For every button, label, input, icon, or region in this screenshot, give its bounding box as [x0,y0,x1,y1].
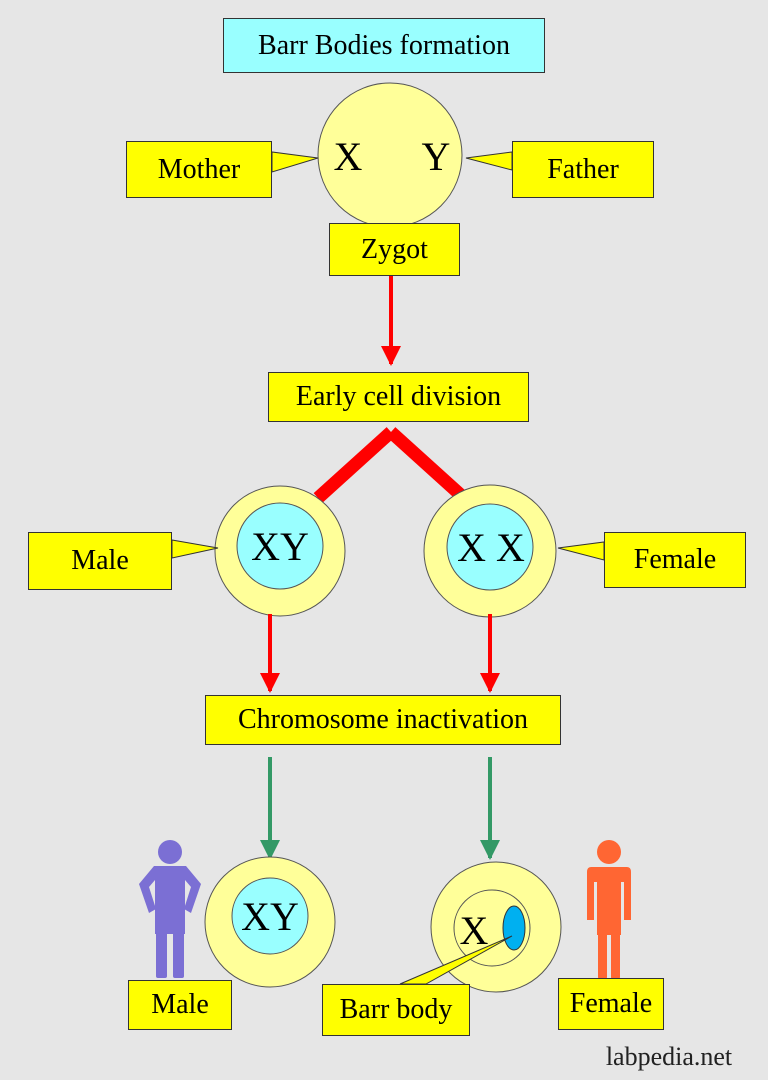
male-person-icon [139,840,201,978]
early-division-label: Early cell division [268,372,529,422]
inactivation-label: Chromosome inactivation [205,695,561,745]
barr-body-label: Barr body [322,984,470,1036]
female-final-nucleus-text: X [459,907,489,953]
branch-line-female [386,427,469,503]
mother-callout-pointer [271,151,319,173]
female-callout-pointer [557,541,605,561]
father-callout-pointer [465,151,513,171]
male-early-label: Male [28,532,172,590]
female-early-label: Female [604,532,746,588]
zygot-chromosome-x: X [333,133,363,179]
male-early-nucleus [236,502,324,590]
father-label: Father [512,141,654,198]
female-early-nucleus [446,503,534,591]
male-early-nucleus-text: XY [251,523,309,569]
branch-line-male [313,427,396,503]
female-early-nucleus-text: X X [457,524,525,570]
female-person-icon [587,840,631,979]
zygot-chromosome-y: Y [421,133,451,179]
male-final-nucleus [231,877,309,955]
watermark: labpedia.net [605,1042,733,1071]
female-final-label: Female [558,978,664,1030]
barr-body [502,905,526,951]
male-callout-pointer [171,539,219,559]
male-final-nucleus-text: XY [241,893,299,939]
page-title: Barr Bodies formation [223,18,545,73]
zygot-label: Zygot [329,223,460,276]
male-final-label: Male [128,980,232,1030]
mother-label: Mother [126,141,272,198]
